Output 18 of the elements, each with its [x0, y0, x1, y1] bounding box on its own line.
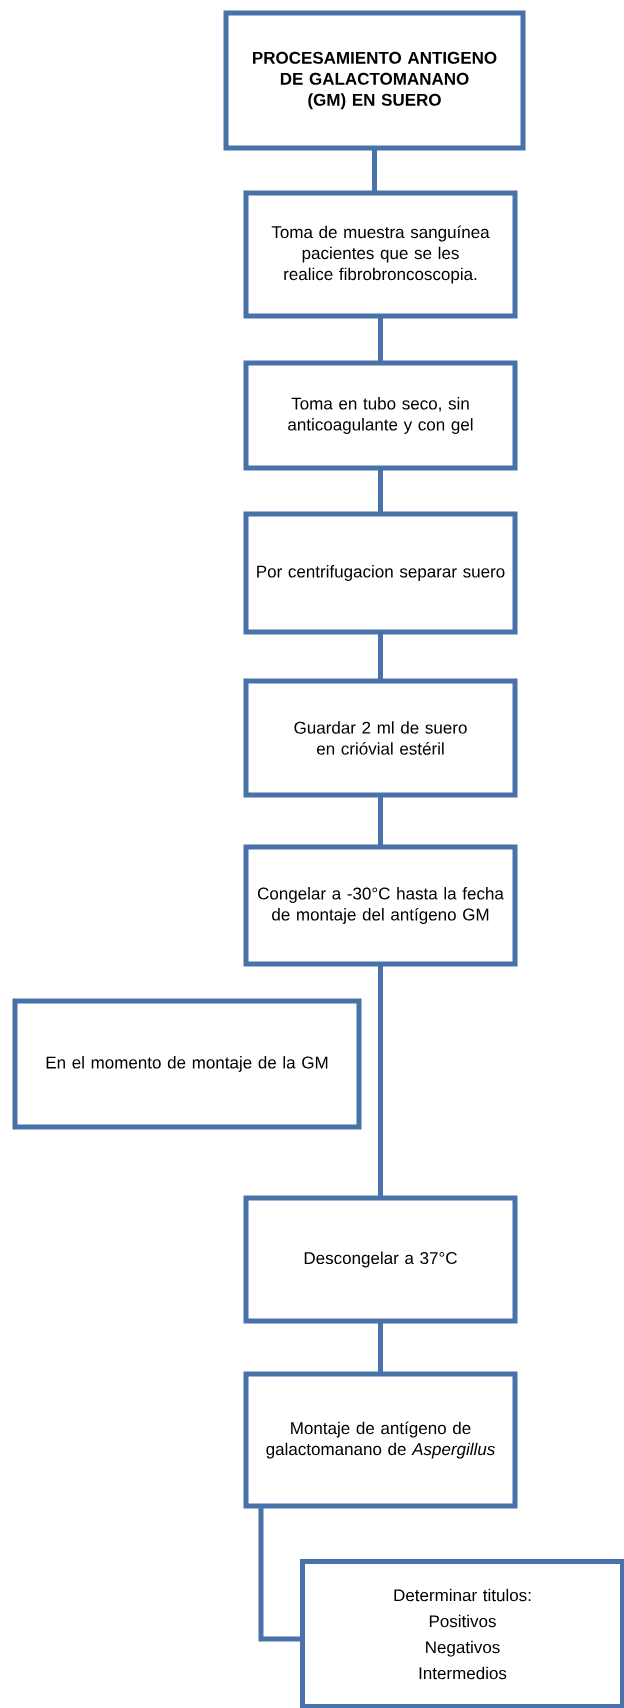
step-box: Congelar a -30°C hasta la fecha de montaje del antígeno GM: [243, 844, 518, 967]
step-box: Montaje de antígeno de galactomanano de Aspergillus: [243, 1371, 518, 1509]
connector-line: [378, 468, 383, 514]
connector-line: [378, 795, 383, 847]
step-box: En el momento de montaje de la GM: [12, 998, 362, 1130]
step-box: Por centrifugacion separar suero: [243, 511, 518, 635]
connector-line: [258, 1506, 300, 1642]
step-box: Descongelar a 37°C: [243, 1195, 518, 1324]
connector-line: [378, 1321, 383, 1374]
step-box: Toma de muestra sanguínea pacientes que se les realice fibrobroncoscopia.: [243, 190, 518, 319]
connector-line: [372, 148, 377, 193]
step-box: Guardar 2 ml de suero en crióvial estéril: [243, 678, 518, 798]
connector-line: [378, 316, 383, 363]
connector-line: [378, 964, 383, 1198]
connector-line: [378, 632, 383, 681]
result-box: Determinar titulos: Positivos Negativos Intermedios: [300, 1559, 624, 1708]
step-box: Toma en tubo seco, sin anticoagulante y con gel: [243, 360, 518, 471]
title-box: PROCESAMIENTO ANTIGENO DE GALACTOMANANO (GM) EN SUERO: [223, 10, 526, 151]
